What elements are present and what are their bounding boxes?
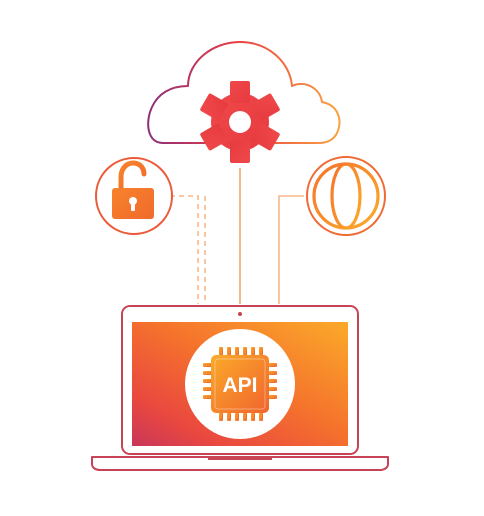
connector-lines	[170, 168, 304, 304]
globe-icon	[312, 162, 380, 230]
api-chip: API	[185, 329, 295, 439]
laptop-base	[91, 456, 389, 471]
api-chip-label: API	[222, 374, 257, 397]
gear-icon	[200, 81, 280, 163]
chip-icon	[203, 347, 277, 421]
globe-badge	[306, 156, 386, 236]
cloud-icon	[147, 41, 341, 144]
globe-connector-line	[278, 195, 304, 304]
lock-badge	[95, 157, 173, 235]
lock-connector-line	[170, 195, 199, 304]
unlocked-padlock-icon	[112, 160, 154, 219]
